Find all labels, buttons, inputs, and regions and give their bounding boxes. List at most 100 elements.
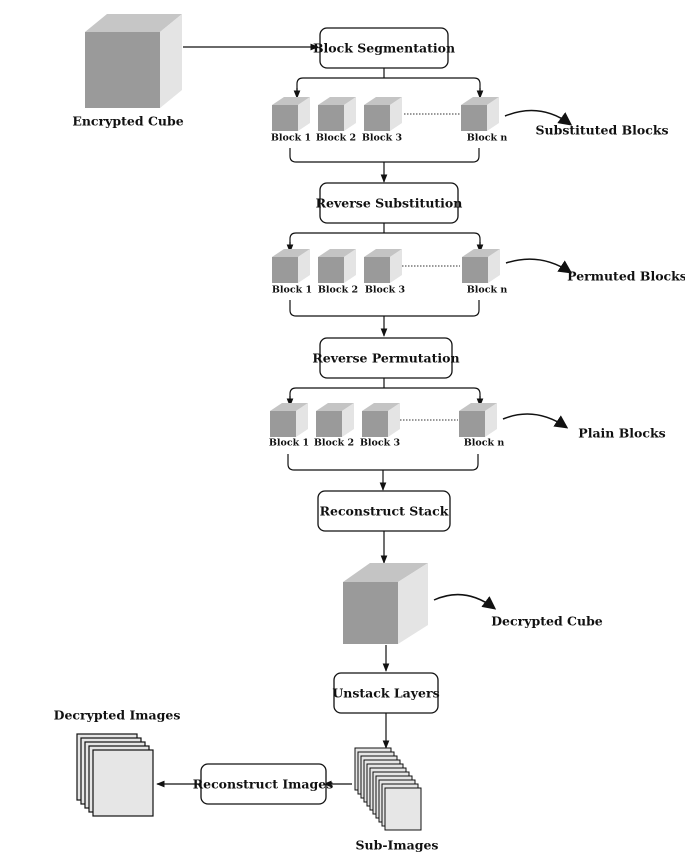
- block-segmentation-label: Block Segmentation: [313, 41, 455, 56]
- block-cube-top: [316, 403, 354, 411]
- block-cube-front: [318, 257, 344, 283]
- block-cube-top: [461, 97, 499, 105]
- reconstruct-stack-label: Reconstruct Stack: [320, 504, 449, 519]
- block-cube-side: [485, 403, 497, 437]
- block-cube-front: [462, 257, 488, 283]
- reverse-permutation-label: Reverse Permutation: [312, 351, 459, 366]
- row1-block-1-cube: [272, 97, 310, 131]
- cube-face-front: [85, 32, 160, 108]
- block-cube-top: [362, 403, 400, 411]
- decrypted-cube-top: [343, 563, 428, 582]
- sub-images-stack: [354, 747, 422, 831]
- block-cube-top: [318, 97, 356, 105]
- cube-face-side: [160, 14, 182, 108]
- row2-block-1-cube: [272, 249, 310, 283]
- block-cube-top: [270, 403, 308, 411]
- merge-bracket-3: [287, 454, 479, 471]
- plain-blocks-caption: Plain Blocks: [578, 426, 665, 441]
- row3-block-1-label: Block 1: [269, 438, 309, 449]
- substituted-blocks-caption: Substituted Blocks: [535, 123, 668, 138]
- cube-face-top: [85, 14, 182, 32]
- merge-bracket-1: [289, 148, 480, 163]
- row2-block-3-cube: [364, 249, 402, 283]
- block-segmentation-box: Block Segmentation: [313, 27, 455, 69]
- merge-bracket-2: [289, 300, 480, 317]
- unstack-layers-box: Unstack Layers: [332, 672, 440, 714]
- block-cube-side: [488, 249, 500, 283]
- reconstruct-stack-box: Reconstruct Stack: [317, 490, 451, 532]
- sub-images-caption: Sub-Images: [356, 838, 439, 853]
- block-cube-top: [364, 249, 402, 257]
- row2-block-4-label: Block n: [467, 285, 508, 296]
- split-bracket-1: [296, 77, 481, 96]
- row2-block-4-cube: [462, 249, 500, 283]
- row1-block-2-cube: [318, 97, 356, 131]
- row1-block-4-cube: [461, 97, 499, 131]
- block-cube-front: [272, 257, 298, 283]
- block-cube-side: [390, 97, 402, 131]
- decrypted-cube-curved-arrow: [433, 593, 497, 610]
- row3-curved-arrow: [502, 413, 569, 429]
- encrypted-cube: [85, 14, 182, 108]
- decrypted-images-stack: [76, 733, 154, 817]
- block-cube-side: [388, 403, 400, 437]
- block-cube-top: [364, 97, 402, 105]
- decrypted-images-caption: Decrypted Images: [54, 708, 181, 723]
- split-bracket-3: [289, 387, 481, 404]
- unstack-layers-label: Unstack Layers: [332, 686, 439, 701]
- row2-block-2-cube: [318, 249, 356, 283]
- block-cube-front: [461, 105, 487, 131]
- reconstruct-images-box: Reconstruct Images: [193, 763, 334, 805]
- decrypted-cube-side: [398, 563, 428, 644]
- block-cube-front: [270, 411, 296, 437]
- block-cube-top: [462, 249, 500, 257]
- row3-block-1-cube: [270, 403, 308, 437]
- block-cube-side: [344, 97, 356, 131]
- row3-block-2-label: Block 2: [314, 438, 354, 449]
- block-cube-front: [318, 105, 344, 131]
- row1-block-3-cube: [364, 97, 402, 131]
- decrypted-cube: [343, 563, 428, 644]
- block-cube-side: [390, 249, 402, 283]
- reverse-substitution-box: Reverse Substitution: [316, 182, 463, 224]
- row2-block-1-label: Block 1: [272, 285, 312, 296]
- block-cube-front: [362, 411, 388, 437]
- block-cube-front: [364, 257, 390, 283]
- row3-block-4-label: Block n: [464, 438, 505, 449]
- row1-curved-arrow: [504, 109, 573, 126]
- row3-block-3-label: Block 3: [360, 438, 400, 449]
- sub-image-layer: [384, 787, 422, 831]
- block-cube-side: [487, 97, 499, 131]
- block-cube-side: [296, 403, 308, 437]
- block-cube-top: [459, 403, 497, 411]
- plain-blocks-row: Block 1 Block 2 Block 3 Block n: [269, 403, 505, 449]
- block-cube-front: [272, 105, 298, 131]
- block-cube-side: [298, 97, 310, 131]
- row2-block-2-label: Block 2: [318, 285, 358, 296]
- row1-block-1-label: Block 1: [271, 133, 311, 144]
- block-cube-top: [272, 97, 310, 105]
- block-cube-side: [342, 403, 354, 437]
- substituted-blocks-row: Block 1 Block 2 Block 3 Block n: [271, 97, 508, 144]
- row3-block-4-cube: [459, 403, 497, 437]
- row3-block-3-cube: [362, 403, 400, 437]
- reverse-substitution-label: Reverse Substitution: [316, 196, 463, 211]
- row1-block-2-label: Block 2: [316, 133, 356, 144]
- block-cube-top: [318, 249, 356, 257]
- split-bracket-2: [289, 232, 481, 250]
- block-cube-front: [364, 105, 390, 131]
- row1-block-4-label: Block n: [467, 133, 508, 144]
- row2-curved-arrow: [505, 258, 573, 274]
- block-cube-top: [272, 249, 310, 257]
- reconstruct-images-label: Reconstruct Images: [193, 777, 334, 792]
- decrypted-cube-caption: Decrypted Cube: [491, 614, 603, 629]
- block-cube-side: [344, 249, 356, 283]
- encrypted-cube-caption: Encrypted Cube: [72, 114, 183, 129]
- row1-block-3-label: Block 3: [362, 133, 402, 144]
- decrypted-image-layer: [92, 749, 154, 817]
- permuted-blocks-caption: Permuted Blocks: [567, 269, 685, 284]
- row3-block-2-cube: [316, 403, 354, 437]
- block-cube-front: [459, 411, 485, 437]
